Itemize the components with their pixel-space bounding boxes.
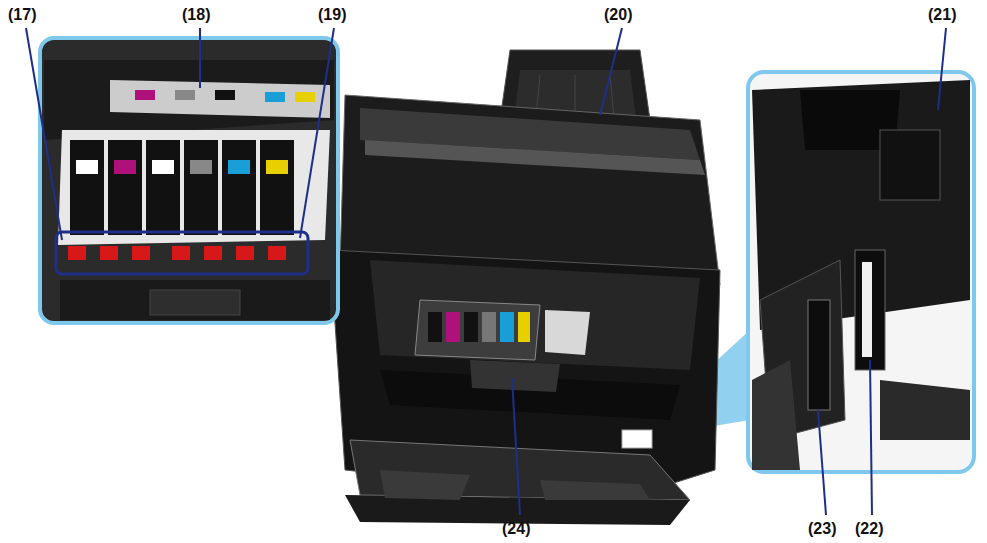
callout-number: (19) — [318, 6, 346, 24]
printer-body — [330, 50, 720, 525]
callout-number: (21) — [928, 6, 956, 24]
callout-number: (18) — [182, 6, 210, 24]
callout-number: (17) — [8, 6, 36, 24]
callout-number: (20) — [604, 6, 632, 24]
callout-number: (24) — [502, 520, 530, 538]
callout-number: (22) — [855, 520, 883, 538]
card-slot-inset — [748, 72, 974, 472]
ink-tank-inset — [40, 38, 338, 323]
leader-line — [26, 28, 946, 515]
callout-number: (23) — [808, 520, 836, 538]
